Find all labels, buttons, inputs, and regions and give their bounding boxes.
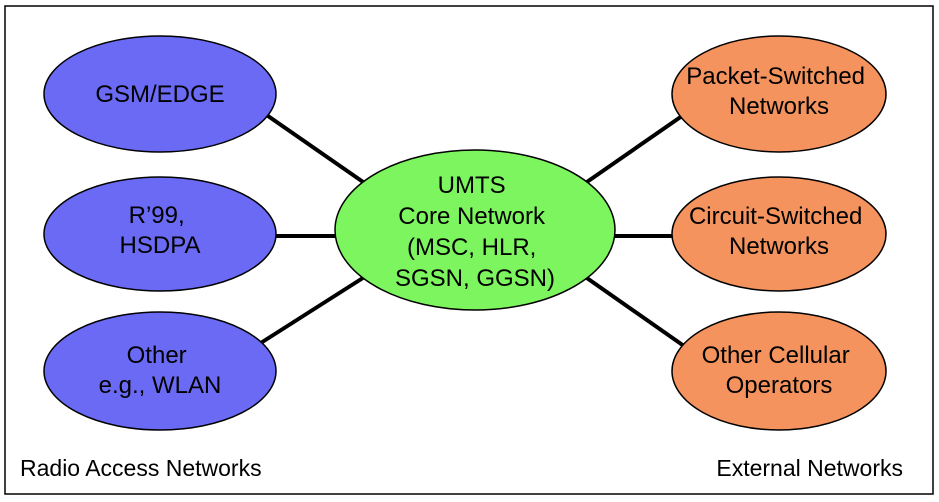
node-other-wlan [43, 311, 277, 431]
node-circuit-switched-label: Circuit-Switched Networks [689, 203, 869, 260]
external-group: Packet-Switched Networks Circuit-Switche… [671, 35, 887, 431]
caption-radio-access-networks: Radio Access Networks [20, 455, 262, 481]
caption-external-networks: External Networks [716, 455, 903, 481]
connector-packet-switched [582, 114, 684, 186]
node-other-cellular-label: Other Cellular Operators [702, 342, 857, 399]
node-packet-switched-label: Packet-Switched Networks [686, 63, 871, 120]
node-other-cellular [671, 311, 887, 431]
core-group: UMTS Core Network (MSC, HLR, SGSN, GGSN) [334, 149, 616, 311]
node-umts-core-label: UMTS Core Network (MSC, HLR, SGSN, GGSN) [395, 172, 555, 292]
node-gsm-edge-label: GSM/EDGE [95, 81, 224, 108]
connector-other-wlan [254, 274, 368, 348]
node-other-wlan-label: Other e.g., WLAN [99, 342, 222, 399]
connector-gsm-edge [266, 114, 368, 186]
connector-other-cellular [582, 274, 686, 348]
node-r99-hsdpa [43, 176, 277, 292]
radio-access-group: GSM/EDGE R’99, HSDPA Other e.g., WLAN [43, 35, 277, 431]
node-r99-hsdpa-label: R’99, HSDPA [120, 202, 201, 259]
connectors [254, 114, 686, 348]
node-circuit-switched [671, 176, 887, 292]
node-umts-core [334, 149, 616, 311]
node-packet-switched [671, 35, 887, 153]
node-gsm-edge [43, 35, 277, 153]
